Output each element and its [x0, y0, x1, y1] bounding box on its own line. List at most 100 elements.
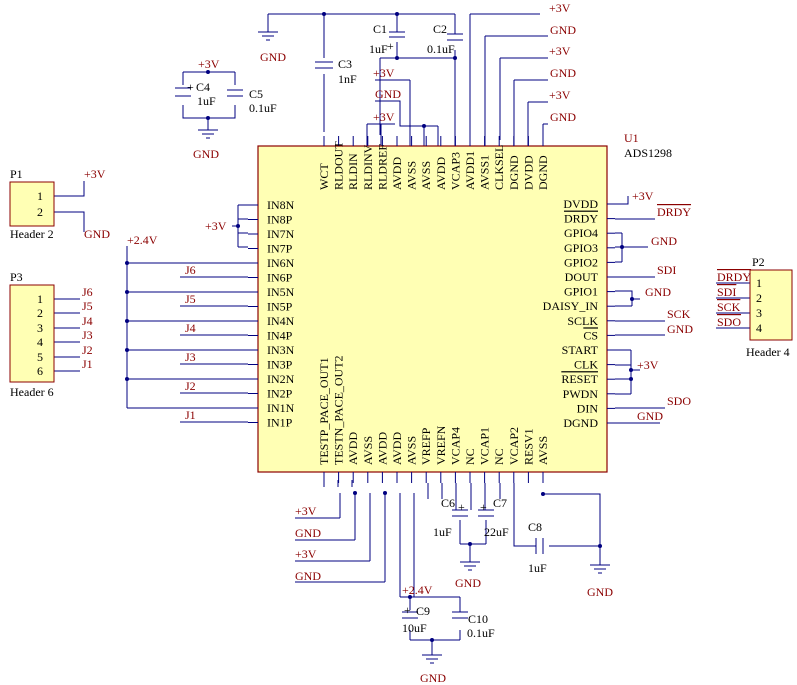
c6-value: 1uF [433, 525, 452, 539]
net-gnd-gpio: GND [651, 234, 677, 248]
p3-pin-3: 3 [37, 321, 43, 335]
net-sdi: SDI [657, 263, 676, 277]
net-j3-header: J3 [82, 328, 93, 342]
net-3v-c4: +3V [198, 57, 220, 71]
c8-ref: C8 [528, 520, 542, 534]
net-gnd-c4c5: GND [193, 147, 219, 161]
pin-top-avss: AVSS [405, 161, 419, 190]
pin-bottom-testp_pace_out1: TESTP_PACE_OUT1 [317, 357, 331, 465]
capacitor-c6-icon [452, 509, 468, 517]
pin-right-dvdd: DVDD [563, 197, 598, 211]
pin-left-in2p: IN2P [267, 387, 293, 401]
pin-left-in8p: IN8P [267, 213, 293, 227]
capacitor-c1-icon [389, 31, 405, 38]
pin-bottom-avss: AVSS [405, 436, 419, 465]
pin-stubs [248, 136, 615, 483]
net-sdo: SDO [667, 394, 691, 408]
pin-bottom-vrefn: VREFN [434, 425, 448, 465]
c7-ref: C7 [493, 496, 507, 510]
gnd-icon [590, 564, 610, 574]
chip-part: ADS1298 [624, 146, 672, 160]
pin-top-dvdd: DVDD [521, 155, 535, 190]
pin-top-rldout: RLDOUT [332, 141, 346, 190]
pin-bottom-resv1: RESV1 [521, 428, 535, 465]
net-3v-r3: +3V [549, 88, 571, 102]
net-2v4-bottom: +2.4V [402, 583, 433, 597]
pin-top-avdd: AVDD [390, 157, 404, 190]
net-j5-header: J5 [82, 299, 93, 313]
wires [54, 13, 750, 655]
pin-bottom-avdd: AVDD [390, 432, 404, 465]
svg-text:+: + [387, 39, 394, 53]
net-2v4-left: +2.4V [127, 233, 158, 247]
net-j5-chip: J5 [185, 292, 196, 306]
pin-right-dgnd: DGND [563, 416, 598, 430]
pin-bottom-avss: AVSS [536, 436, 550, 465]
pin-right-reset: RESET [561, 372, 598, 386]
c2-value: 0.1uF [427, 42, 455, 56]
pin-bottom-nc: NC [492, 448, 506, 465]
c6-ref: C6 [441, 496, 455, 510]
p2-pin-1: 1 [756, 276, 762, 290]
net-j1-header: J1 [82, 357, 93, 371]
net-3v-rld: +3V [373, 110, 395, 124]
pin-top-avss1: AVSS1 [478, 155, 492, 190]
pin-right-gpio3: GPIO3 [564, 241, 598, 255]
pin-left-in4n: IN4N [267, 314, 295, 328]
pin-left-in6n: IN6N [267, 256, 295, 270]
capacitor-c7-icon [478, 509, 494, 517]
pin-left-in6p: IN6P [267, 271, 293, 285]
pin-bottom-nc: NC [463, 448, 477, 465]
c1-value: 1uF [369, 42, 388, 56]
pin-bottom-vcap1: VCAP1 [478, 427, 492, 465]
net-j6-header: J6 [82, 285, 93, 299]
net-gnd-r1: GND [550, 23, 576, 37]
pin-right-cs: CS [583, 328, 598, 342]
header-p1-body [9, 181, 55, 227]
pin-bottom-testn_pace_out2: TESTN_PACE_OUT2 [332, 355, 346, 465]
net-gnd-cs: GND [667, 322, 693, 336]
net-3v-in7: +3V [205, 219, 227, 233]
pin-left-in2n: IN2N [267, 372, 295, 386]
pin-right-dout: DOUT [565, 270, 599, 284]
header-p2-body [749, 269, 793, 341]
net-gnd-c6c7: GND [455, 576, 481, 590]
pin-right-gpio2: GPIO2 [564, 255, 598, 269]
net-drdy: DRDY [657, 205, 691, 219]
p3-ref: P3 [10, 270, 23, 284]
net-gnd-gpio1: GND [645, 285, 671, 299]
p1-name: Header 2 [10, 227, 54, 241]
net-3v-dvdd: +3V [632, 189, 654, 203]
pin-right-gpio1: GPIO1 [564, 285, 598, 299]
pin-left-in7n: IN7N [267, 227, 295, 241]
net-3v-start: +3V [637, 358, 659, 372]
net-3v-r1: +3V [549, 1, 571, 15]
c9-ref: C9 [416, 604, 430, 618]
c7-value: 22uF [484, 525, 509, 539]
p3-pin-1: 1 [37, 292, 43, 306]
p1-ref: P1 [10, 167, 23, 181]
pin-left-in4p: IN4P [267, 329, 293, 343]
net-j3-chip: J3 [185, 350, 196, 364]
p2-net-sdi: SDI [717, 285, 736, 299]
pin-labels: IN8NIN8PIN7NIN7PIN6NIN6PIN5NIN5PIN4NIN4P… [267, 141, 599, 465]
capacitor-c10-icon [452, 611, 468, 619]
pin-right-daisy_in: DAISY_IN [543, 299, 599, 313]
pin-bottom-vrefp: VREFP [419, 427, 433, 465]
net-gnd-c8: GND [587, 585, 613, 599]
pin-bottom-vcap2: VCAP2 [507, 427, 521, 465]
pin-left-in8n: IN8N [267, 198, 295, 212]
net-j1-chip: J1 [185, 408, 196, 422]
pin-bottom-avdd: AVDD [346, 432, 360, 465]
net-3v-b2: +3V [295, 547, 317, 561]
pin-left-in5n: IN5N [267, 285, 295, 299]
pin-top-rldinv: RLDINV [361, 144, 375, 190]
net-j4-chip: J4 [185, 321, 196, 335]
c4-ref: C4 [196, 80, 210, 94]
signal-net-labels: DRDY SDI SCK SDO J6 J5 J4 J3 J2 J1 J6 J5… [82, 205, 691, 422]
p2-net-drdy: DRDY [717, 270, 751, 284]
header-p3-body [9, 284, 55, 383]
net-j2-chip: J2 [185, 379, 196, 393]
pin-top-rldref: RLDREF [375, 144, 389, 190]
junction-dots [125, 12, 634, 642]
